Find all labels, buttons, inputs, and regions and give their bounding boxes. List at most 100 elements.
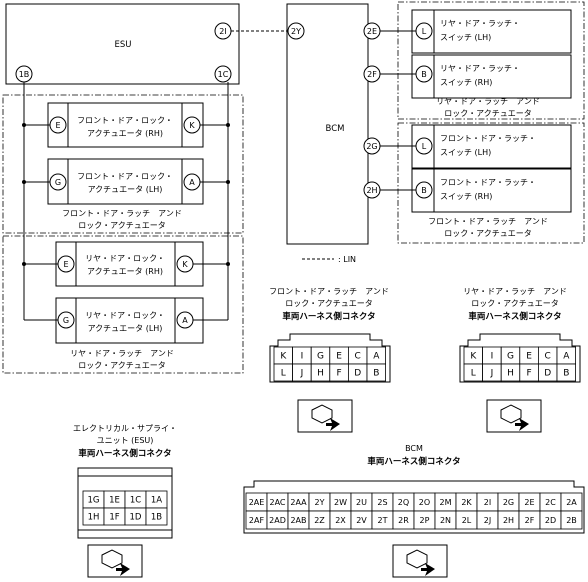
- rear_connector-cell: [556, 363, 577, 382]
- rear-actuator-group-frame: [2, 235, 244, 374]
- bcm-pin-2E-label: 2E: [367, 27, 377, 36]
- bcm_connector-pin-label: 2G: [503, 498, 514, 507]
- front-switch-group-frame: [397, 122, 585, 244]
- rear_connector-pin-label: L: [471, 369, 476, 379]
- bcm_connector-pin-label: 2AD: [269, 516, 286, 525]
- bcm_connector-pin-label: 2J: [484, 516, 491, 525]
- rear-connector-title-line2: ロック・アクチュエータ: [471, 299, 558, 308]
- rear_connector-pin-label: I: [491, 352, 494, 362]
- rear-switch-lh: [411, 9, 572, 54]
- rear_connector-pin-label: E: [526, 352, 532, 362]
- rear-connector-view-icon: [486, 399, 542, 433]
- rear-actuator-rh-line2: アクチュエータ (RH): [87, 267, 163, 276]
- bcm_connector-pin-label: 2AB: [290, 516, 306, 525]
- bcm_connector-pin-label: 2S: [377, 498, 387, 507]
- bcm_connector-cell: [560, 510, 583, 530]
- bcm_connector-pin-label: 2M: [440, 498, 452, 507]
- bcm_connector-pin-label: 2L: [462, 516, 472, 525]
- rear_connector-pin-label: D: [544, 369, 551, 379]
- bcm_connector-pin-label: 2B: [566, 516, 577, 525]
- bcm-connector-view-icon: [392, 544, 448, 578]
- esu-connector-title-line3: 車両ハーネス側コネクタ: [78, 448, 171, 459]
- bcm-label: BCM: [326, 124, 345, 134]
- rear-switch-rh-line2: スイッチ (RH): [440, 78, 492, 87]
- front-switch-group-line2: ロック・アクチュエータ: [444, 229, 531, 238]
- front-actuator-group-frame: [2, 94, 244, 234]
- front-actuator-lh: [47, 158, 204, 205]
- front-switch-rh: [411, 168, 572, 213]
- svg-text:G: G: [55, 178, 61, 187]
- front-switch-rh-line2: スイッチ (RH): [440, 192, 492, 201]
- svg-text:K: K: [182, 260, 188, 269]
- svg-text:L: L: [422, 142, 427, 151]
- front-actuator-lh-line2: アクチュエータ (LH): [88, 185, 163, 194]
- bcm_connector-pin-label: 2F: [525, 516, 535, 525]
- bcm_connector-pin-label: 2H: [503, 516, 514, 525]
- esu_connector-pin-label: 1E: [109, 496, 120, 506]
- rear_connector-pin-label: J: [490, 369, 494, 379]
- bcm_connector-pin-label: 2A: [566, 498, 577, 507]
- bcm-connector-title-line1: BCM: [405, 444, 423, 453]
- bcm_connector-pin-label: 2R: [398, 516, 409, 525]
- esu_connector-pin-label: 1A: [151, 496, 162, 506]
- esu-connector-title-line2: ユニット (ESU): [97, 436, 154, 445]
- esu_connector-pin-label: 1G: [88, 496, 100, 506]
- rear_connector-pin-label: K: [470, 352, 477, 362]
- front_connector-pin-label: J: [300, 369, 304, 379]
- bcm_connector-pin-label: 2AC: [269, 498, 285, 507]
- lin-legend-label: : LIN: [338, 255, 356, 264]
- esu_connector-pin-label: 1B: [151, 513, 162, 523]
- bcm_connector-pin-label: 2P: [420, 516, 430, 525]
- rear-switch-rh-line1: リヤ・ドア・ラッチ・: [440, 64, 520, 73]
- rear-switch-group-line1: リヤ・ドア・ラッチ アンド: [436, 97, 540, 106]
- rear-group-line1: リヤ・ドア・ラッチ アンド: [70, 349, 174, 358]
- esu-unit: [5, 3, 240, 85]
- rear-connector-title-line3: 車両ハーネス側コネクタ: [468, 311, 561, 322]
- bcm_connector-pin-label: 2K: [461, 498, 472, 507]
- svg-text:E: E: [63, 260, 68, 269]
- esu-pin-1B-label: 1B: [19, 70, 30, 79]
- front_connector-cell: [366, 363, 387, 382]
- front-switch-lh-line2: スイッチ (LH): [440, 148, 491, 157]
- front_connector-pin-label: F: [337, 369, 342, 379]
- front_connector-pin-label: B: [373, 369, 379, 379]
- rear-switch-lh-line2: スイッチ (LH): [440, 33, 491, 42]
- rear_connector-pin-label: A: [563, 352, 570, 362]
- front-connector-title-line3: 車両ハーネス側コネクタ: [282, 311, 375, 322]
- front_connector-pin-label: A: [373, 352, 380, 362]
- bcm_connector-pin-label: 2U: [356, 498, 367, 507]
- rear-connector-title-line1: リヤ・ドア・ラッチ アンド: [463, 287, 567, 296]
- svg-text:K: K: [189, 121, 195, 130]
- rear_connector-pin-label: F: [527, 369, 532, 379]
- front-actuator-rh-line1: フロント・ドア・ロック・: [77, 116, 173, 125]
- bcm_connector-pin-label: 2D: [545, 516, 556, 525]
- svg-text:E: E: [55, 121, 60, 130]
- rear-switch-rh: [411, 54, 572, 99]
- rear-actuator-rh-line1: リヤ・ドア・ロック・: [85, 254, 165, 263]
- bcm-pin-2G-label: 2G: [366, 142, 377, 151]
- bcm_connector-pin-label: 2Y: [315, 498, 325, 507]
- front-switch-lh: [411, 124, 572, 169]
- esu-pin-2I-label: 2I: [219, 27, 226, 36]
- bcm_connector-pin-label: 2C: [545, 498, 556, 507]
- bcm_connector-pin-label: 2O: [419, 498, 430, 507]
- front-connector-title-line1: フロント・ドア・ラッチ アンド: [269, 287, 389, 296]
- rear_connector-pin-label: H: [507, 369, 514, 379]
- esu_connector-pin-label: 1F: [109, 513, 119, 523]
- rear-actuator-lh-line1: リヤ・ドア・ロック・: [85, 311, 165, 320]
- svg-text:G: G: [63, 316, 69, 325]
- svg-text:B: B: [421, 70, 427, 79]
- svg-text:A: A: [189, 178, 195, 187]
- rear-switch-lh-line1: リヤ・ドア・ラッチ・: [440, 19, 520, 28]
- front_connector-pin-label: D: [354, 369, 361, 379]
- front-switch-rh-line1: フロント・ドア・ラッチ・: [440, 178, 536, 187]
- front_connector-pin-label: L: [281, 369, 286, 379]
- bcm-unit: [286, 3, 369, 245]
- esu-connector-title-line1: エレクトリカル・サプライ・: [73, 424, 177, 433]
- front-switch-lh-line1: フロント・ドア・ラッチ・: [440, 134, 536, 143]
- esu-pin-1C: [214, 65, 232, 83]
- svg-text:L: L: [422, 27, 427, 36]
